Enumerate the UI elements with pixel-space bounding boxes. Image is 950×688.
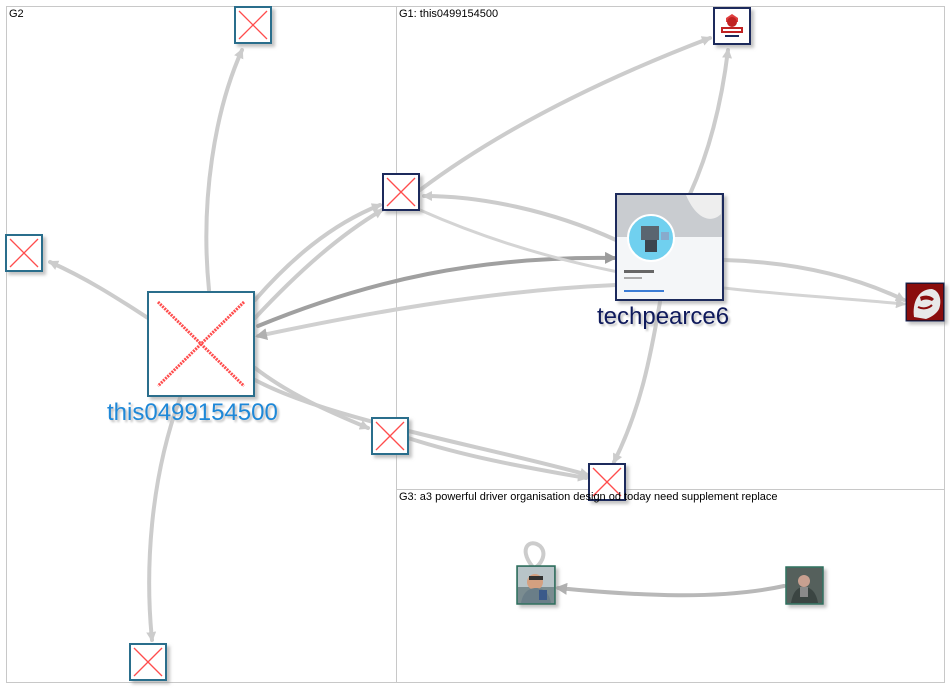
group-label-g3: G3: a3 powerful driver organisation desi…	[399, 491, 778, 503]
broken-image-node-bottom[interactable]	[129, 643, 167, 681]
edge-mid-to-badge	[418, 36, 712, 192]
broken-image-node-left[interactable]	[5, 234, 43, 272]
edge-hub-to-bottom-node	[253, 378, 590, 478]
edge-hub-to-bottom	[146, 396, 182, 642]
edge-g3-self-loop	[523, 541, 546, 570]
broken-image-node-g1-bottom[interactable]	[588, 463, 626, 501]
edge-tech-to-red	[722, 258, 906, 302]
group-label-g1: G1: this0499154500	[399, 8, 499, 20]
node-label-techpearce6[interactable]: techpearce6	[597, 303, 730, 330]
edge-hub-to-mid-a	[253, 203, 382, 302]
red-logo-node[interactable]	[905, 282, 945, 322]
edge-hub-to-tech	[256, 251, 617, 328]
edge-tech-to-bottom-node	[612, 300, 662, 464]
edge-hub-to-mid-b	[253, 208, 384, 320]
photo-node-right[interactable]	[785, 566, 824, 605]
group-g3-box	[396, 489, 945, 683]
edge-hub-to-top	[204, 48, 244, 292]
broken-image-node-top[interactable]	[234, 6, 272, 44]
edge-lower-to-bottom-node	[406, 436, 588, 482]
edges	[48, 36, 906, 642]
broken-image-node-mid[interactable]	[382, 173, 420, 211]
edge-tech-to-badge	[688, 48, 733, 196]
badge-node[interactable]	[713, 7, 751, 45]
group-label-g2: G2	[9, 8, 24, 20]
photo-node-left[interactable]	[516, 565, 556, 605]
hub-node-this0499154500[interactable]	[147, 291, 255, 397]
broken-image-node-lower[interactable]	[371, 417, 409, 455]
edge-g3-right-to-left	[555, 582, 786, 598]
edge-tech-to-hub	[255, 283, 618, 340]
node-label-this0499154500[interactable]: this0499154500	[107, 399, 278, 426]
edge-tech-to-mid	[422, 191, 618, 242]
edge-hub-to-left	[48, 260, 150, 320]
group-boxes	[6, 6, 945, 683]
hub-node-techpearce6[interactable]	[615, 193, 724, 301]
